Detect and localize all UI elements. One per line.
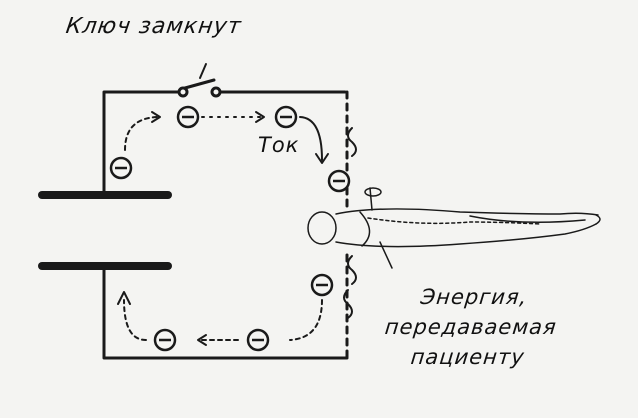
electron-1	[109, 156, 133, 180]
electron-5	[310, 273, 334, 297]
energy-squiggle-top	[347, 127, 357, 157]
patient-body-bottom	[335, 223, 597, 248]
electron-2	[176, 105, 200, 129]
label-energy-line1: Энергия,	[419, 285, 529, 309]
flow-arrow-6	[123, 299, 147, 341]
flow-arrow-3	[299, 116, 323, 161]
label-current: Ток	[258, 133, 300, 157]
patient-head	[307, 211, 337, 245]
electrode-top	[369, 187, 373, 211]
label-energy-line3: пациенту	[409, 345, 526, 369]
patient-legs	[469, 215, 586, 223]
switch-contact-right	[210, 86, 222, 98]
energy-squiggle-bottom	[347, 255, 357, 285]
patient-figure	[307, 187, 601, 269]
wire-top	[102, 90, 182, 193]
patient-feet	[595, 214, 601, 225]
electrode-bottom	[379, 241, 393, 269]
flow-arrow-4	[289, 299, 323, 341]
switch-contact-left	[177, 86, 189, 98]
flow-arrow-5-head	[197, 334, 207, 346]
label-key-closed: Ключ замкнут	[64, 14, 244, 39]
patient-shoulder	[359, 211, 371, 247]
flow-arrow-6-head	[117, 291, 131, 305]
switch-lever	[183, 78, 216, 90]
electrons	[109, 105, 351, 352]
electron-4	[327, 169, 351, 193]
wire-bottom	[102, 268, 349, 360]
label-energy: Энергия, передаваемая пациенту	[380, 282, 561, 372]
electron-7	[153, 328, 177, 352]
electron-6	[246, 328, 270, 352]
electron-3	[274, 105, 298, 129]
label-energy-line2: передаваемая	[383, 315, 559, 339]
flow-arrow-2-head	[255, 111, 265, 123]
energy-squiggle-lower	[343, 289, 353, 319]
flow-arrow-1	[124, 116, 159, 151]
electrode-pad	[364, 187, 382, 197]
patient-arm	[367, 217, 541, 225]
patient-body-top	[335, 208, 599, 216]
flow-arrow-1-head	[151, 111, 161, 123]
flow-arrow-3-head	[315, 153, 329, 164]
switch-pointer	[199, 63, 207, 79]
